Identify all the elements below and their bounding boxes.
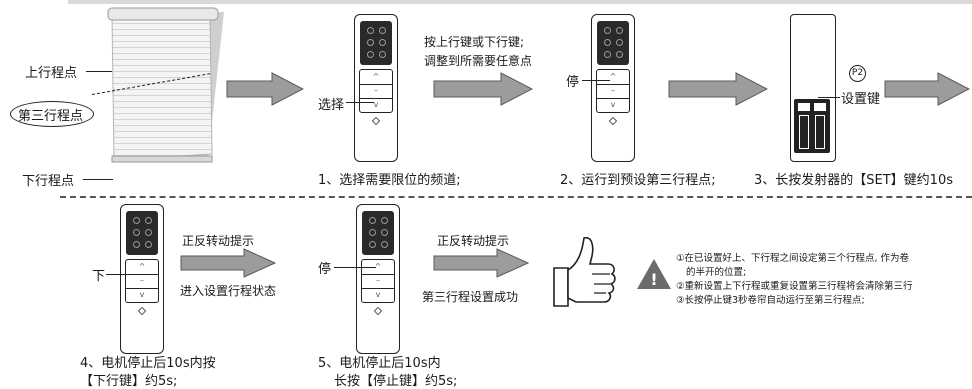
set-key-label: 设置键: [841, 92, 881, 107]
up-key[interactable]: ^: [597, 70, 629, 85]
note-line-3: ②重新设置上下行程或重复设置第三行程将会清除第三行: [676, 281, 913, 292]
remote-control: ^ – v: [354, 14, 398, 162]
step5-caption-2: 长按【停止键】约5s;: [334, 374, 458, 389]
step4-caption-2: 【下行键】约5s;: [80, 374, 178, 389]
warning-icon: !: [637, 259, 671, 289]
upper-limit-leader: [86, 71, 112, 72]
thumbs-up-icon: [553, 236, 616, 307]
up-key[interactable]: ^: [126, 260, 158, 275]
channel-select-key[interactable]: [608, 116, 618, 126]
stop-key[interactable]: –: [126, 274, 158, 289]
remote-keypad: ^ – v: [361, 259, 395, 303]
step3-caption: 3、长按发射器的【SET】键约10s: [754, 173, 953, 188]
down-key[interactable]: v: [139, 290, 145, 299]
set-key[interactable]: [798, 103, 810, 111]
roller-blind-illustration: [107, 7, 224, 163]
set-key-leader: [818, 97, 840, 98]
channel-select-key[interactable]: [373, 306, 383, 316]
stop-label: 停: [566, 75, 580, 90]
down-key[interactable]: v: [375, 290, 381, 299]
step5-caption-1: 5、电机停止后10s内: [318, 356, 441, 371]
lower-limit-leader: [83, 179, 113, 180]
third-limit-ellipse: [10, 101, 94, 127]
remote-screen: [126, 211, 158, 255]
down-key[interactable]: v: [373, 100, 379, 109]
step1-caption: 1、选择需要限位的频道;: [318, 173, 461, 188]
stop-leader: [582, 80, 610, 81]
up-key[interactable]: ^: [362, 260, 394, 275]
remote-control: ^ – v: [591, 14, 635, 162]
step4-caption-1: 4、电机停止后10s内按: [80, 356, 216, 371]
section-divider: [60, 196, 972, 198]
step4-hint-top: 正反转动提示: [182, 234, 255, 248]
down-leader: [106, 274, 140, 275]
arrow-icon: [668, 72, 768, 106]
step2-caption: 2、运行到预设第三行程点;: [560, 173, 716, 188]
up-key[interactable]: ^: [360, 70, 392, 85]
stop-label: 停: [318, 262, 332, 277]
remote-screen: [597, 21, 629, 65]
remote-screen: [362, 211, 394, 255]
battery-compartment: [794, 99, 830, 153]
remote-keypad: ^ – v: [125, 259, 159, 303]
step5-hint-top: 正反转动提示: [437, 234, 510, 248]
channel-select-key[interactable]: [371, 116, 381, 126]
step2-instruction-2: 调整到所需要任意点: [424, 54, 533, 68]
remote-back: [790, 14, 836, 162]
stop-key[interactable]: –: [362, 274, 394, 289]
notes-panel: ①在已设置好上、下行程之间设定第三个行程点, 作为卷 的半开的位置; ②重新设置…: [676, 250, 972, 322]
remote-control: ^ – v: [120, 204, 164, 354]
select-leader: [346, 102, 374, 103]
stop-key[interactable]: –: [360, 84, 392, 99]
arrow-icon: [226, 72, 304, 106]
upper-limit-label: 上行程点: [25, 66, 78, 81]
arrow-icon: [180, 248, 276, 278]
note-line-1: ①在已设置好上、下行程之间设定第三个行程点, 作为卷: [676, 253, 910, 264]
step4-hint-bottom: 进入设置行程状态: [180, 284, 277, 298]
down-label: 下: [92, 269, 106, 284]
third-limit-label: 第三行程点: [18, 109, 84, 124]
note-line-4: ③长按停止键3秒卷帘自动运行至第三行程点;: [676, 295, 865, 306]
p2-badge: P2: [849, 65, 866, 82]
channel-select-key[interactable]: [137, 306, 147, 316]
stop-leader: [334, 267, 376, 268]
down-key[interactable]: v: [610, 100, 616, 109]
remote-keypad: ^ – v: [359, 69, 393, 113]
arrow-icon: [884, 72, 970, 106]
lower-limit-label: 下行程点: [22, 174, 75, 189]
remote-control: ^ – v: [356, 204, 400, 354]
step5-hint-bottom: 第三行程设置成功: [422, 290, 519, 304]
step2-instruction-1: 按上行键或下行键;: [424, 35, 525, 49]
top-border: [68, 0, 972, 4]
stop-key[interactable]: –: [597, 84, 629, 99]
arrow-icon: [433, 72, 533, 106]
remote-screen: [360, 21, 392, 65]
note-line-2: 的半开的位置;: [686, 267, 747, 278]
svg-text:!: !: [650, 270, 657, 289]
arrow-icon: [433, 248, 529, 278]
remote-keypad: ^ – v: [596, 69, 630, 113]
select-label: 选择: [318, 98, 345, 113]
